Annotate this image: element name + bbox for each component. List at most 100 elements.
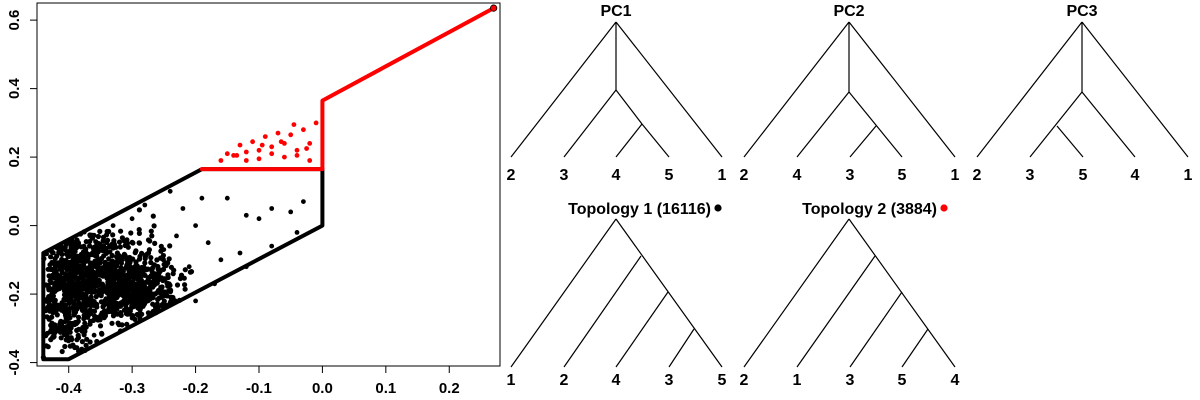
topology1-dense-point <box>53 268 59 274</box>
topology1-dense-point <box>86 281 92 287</box>
topology1-dense-point <box>58 318 64 324</box>
topology1-dense-point <box>67 320 74 327</box>
topology2-point <box>262 134 268 140</box>
topology1-dense-point <box>174 282 181 288</box>
topology1-dense-point <box>133 248 139 254</box>
topology1-dense-point <box>167 243 173 249</box>
tree-pc3-leaf: 2 <box>973 167 982 184</box>
topology1-dense-point <box>79 274 85 280</box>
tree-topology1-leaf: 1 <box>507 372 516 389</box>
tree-pc1-leaf: 1 <box>718 167 727 184</box>
topology1-dense-point <box>127 254 133 261</box>
topology1-point <box>104 240 110 246</box>
topology1-dense-point <box>75 332 81 338</box>
topology1-dense-point <box>74 337 80 343</box>
topology1-dense-point <box>133 294 139 301</box>
tree-topology1-branch-leaf4 <box>615 291 669 368</box>
topology1-dense-point <box>78 303 84 309</box>
tree-pc3-branches <box>976 21 1189 158</box>
topology2-point <box>278 139 284 145</box>
tree-pc1-branches <box>510 21 723 158</box>
topology1-dense-point <box>160 277 166 284</box>
tree-topology1-leaf: 2 <box>560 372 569 389</box>
topology1-dense-point <box>45 304 51 310</box>
topology1-dense-point <box>135 312 141 318</box>
tree-pc2-branch-leaf2 <box>743 21 850 158</box>
topology1-dense-point <box>150 301 156 307</box>
topology1-dense-point <box>77 270 83 276</box>
topology1-point <box>205 240 211 246</box>
topology1-dense-point <box>82 320 88 326</box>
topology1-dense-point <box>83 342 89 348</box>
tree-pc1-branch-leaf5 <box>641 123 670 158</box>
topology1-dense-point <box>107 261 113 267</box>
y-tick-label: -0.4 <box>6 349 23 376</box>
topology1-dense-point <box>47 285 53 291</box>
topology1-dense-point <box>148 228 154 234</box>
topology1-dense-point <box>136 299 142 305</box>
topology1-dense-point <box>75 318 81 324</box>
topology1-dense-point <box>136 227 142 233</box>
tree-pc3-branch-leaf1 <box>1081 21 1189 158</box>
topology1-dense-point <box>142 260 148 266</box>
topology1-dense-point <box>71 300 77 307</box>
topology1-dense-point <box>47 262 53 268</box>
topology1-dense-point <box>68 245 74 251</box>
topology2-point <box>259 142 265 148</box>
x-tick-label: 0.1 <box>375 380 396 397</box>
topology1-dense-point <box>83 324 89 330</box>
tree-topology1-branch-leaf1 <box>510 218 617 368</box>
x-tick-label: -0.3 <box>119 380 145 397</box>
tree-pc1-branch-45 <box>615 89 643 125</box>
topology1-point <box>129 216 135 222</box>
topology1-point <box>180 206 186 211</box>
topology1-dense-point <box>114 300 120 306</box>
topology1-dense-point <box>80 295 86 301</box>
topology1-dense-point <box>69 279 75 285</box>
topology1-dense-point <box>85 255 91 262</box>
x-tick-label: -0.4 <box>56 380 83 397</box>
topology1-dense-point <box>63 297 69 303</box>
topology2-endpoint-marker <box>490 4 498 12</box>
tree-pc3-leaf: 4 <box>1131 167 1140 184</box>
topology1-dense-point <box>66 315 72 321</box>
topology1-dense-point <box>108 290 115 296</box>
topology1-dense-point <box>128 271 134 277</box>
topology1-dense-point <box>66 266 72 272</box>
topology2-boundary <box>199 6 496 172</box>
topology1-dense-point <box>79 307 86 313</box>
topology1-dense-point <box>127 260 133 266</box>
topology1-dense-point <box>72 241 78 247</box>
topology1-dense-point <box>92 283 98 289</box>
tree-pc2-branch-leaf4 <box>796 91 850 158</box>
y-tick-label: 0.0 <box>6 215 23 236</box>
topology1-point <box>110 223 116 229</box>
tree-pc1-leaf: 5 <box>665 167 674 184</box>
tree-pc3-branch-leaf4 <box>1081 91 1136 158</box>
topology1-dense-point <box>77 263 83 269</box>
topology2-point <box>301 127 306 133</box>
topology1-dense-point <box>149 233 155 239</box>
topology1-dense-point <box>62 343 68 350</box>
topology1-dense-point <box>123 265 129 271</box>
topology2-point <box>291 122 297 127</box>
topology1-dense-point <box>151 275 157 281</box>
topology1-dense-point <box>97 242 103 248</box>
topology1-dense-point <box>62 290 68 296</box>
y-axis: -0.4-0.20.00.20.40.6 <box>6 10 38 376</box>
y-tick-label: 0.6 <box>6 10 23 31</box>
topology1-dense-point <box>143 267 149 273</box>
topology1-dense-point <box>87 310 93 316</box>
topology1-point <box>155 271 160 276</box>
topology1-dense-point <box>114 294 120 301</box>
topology1-dense-point <box>84 271 90 277</box>
topology1-dense-point <box>54 275 61 281</box>
topology1-point <box>117 257 122 263</box>
topology1-dense-point <box>169 294 175 300</box>
topology1-dense-point <box>128 295 135 301</box>
topology1-dense-point <box>107 249 113 255</box>
topology1-dense-point <box>58 335 64 341</box>
topology1-dense-point <box>161 289 167 295</box>
topology2-point <box>275 130 281 136</box>
